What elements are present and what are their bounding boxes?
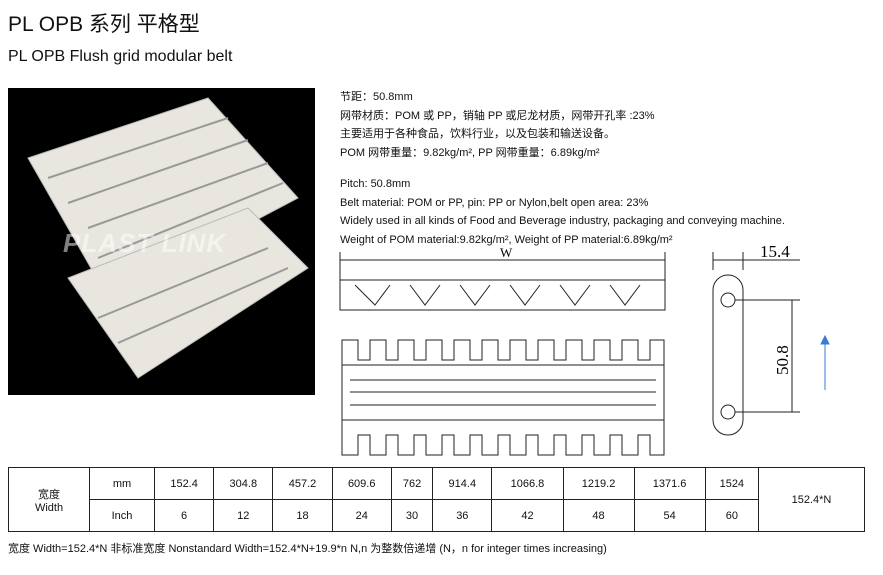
inch-cell: 36 [432, 499, 493, 532]
mm-cell: 609.6 [331, 467, 392, 500]
technical-drawing: W 15.4 50.8 [339, 242, 830, 456]
dimension-pitch: 50.8 [773, 345, 792, 375]
spec-line: 主要适用于各种食品，饮料行业，以及包装和输送设备。 [340, 128, 615, 140]
specs-cn: 节距：50.8mm 网带材质：POM 或 PP，销轴 PP 或尼龙材质，网带开孔… [340, 88, 655, 162]
mm-cell: 1371.6 [633, 467, 706, 500]
width-note: 宽度 Width=152.4*N 非标准宽度 Nonstandard Width… [8, 543, 607, 555]
inch-cell: 60 [704, 499, 760, 532]
title-cn: PL OPB 系列 平格型 [8, 13, 200, 36]
mm-cell: 1066.8 [491, 467, 564, 500]
inch-cell: 54 [633, 499, 706, 532]
spec-line: Weight of POM material:9.82kg/m², Weight… [340, 233, 673, 246]
mm-cell: 1524 [704, 467, 760, 500]
spec-line: POM 网带重量：9.82kg/m², PP 网带重量：6.89kg/m² [340, 146, 600, 159]
spec-line: 节距：50.8mm [340, 91, 413, 103]
product-photo: PLAST LINK [8, 88, 315, 395]
mm-cell: 762 [390, 467, 434, 500]
spec-line: Pitch: 50.8mm [340, 178, 411, 190]
width-dimension: W [500, 245, 513, 260]
inch-cell: 42 [491, 499, 564, 532]
mm-cell: 457.2 [272, 467, 333, 500]
label-cn: 宽度 [38, 488, 60, 501]
mm-cell: 914.4 [432, 467, 493, 500]
mm-cell: 304.8 [213, 467, 274, 500]
specs-en: Pitch: 50.8mm Belt material: POM or PP, … [340, 175, 785, 249]
inch-cell: 48 [562, 499, 635, 532]
formula-cell: 152.4*N [758, 467, 865, 532]
inch-cell: 18 [272, 499, 333, 532]
mm-cell: 1219.2 [562, 467, 635, 500]
inch-cell: 24 [331, 499, 392, 532]
unit-mm: mm [89, 467, 155, 500]
watermark: PLAST LINK [63, 228, 227, 258]
spec-line: Widely used in all kinds of Food and Bev… [340, 215, 785, 227]
inch-cell: 30 [390, 499, 434, 532]
spec-line: Belt material: POM or PP, pin: PP or Nyl… [340, 196, 649, 209]
dimension-thickness: 15.4 [760, 242, 790, 261]
inch-cell: 6 [153, 499, 215, 532]
unit-inch: Inch [89, 499, 155, 532]
inch-cell: 12 [213, 499, 274, 532]
mm-cell: 152.4 [153, 467, 215, 500]
label-en: Width [34, 501, 64, 514]
title-en: PL OPB Flush grid modular belt [8, 48, 233, 65]
spec-line: 网带材质：POM 或 PP，销轴 PP 或尼龙材质，网带开孔率 :23% [340, 109, 655, 122]
